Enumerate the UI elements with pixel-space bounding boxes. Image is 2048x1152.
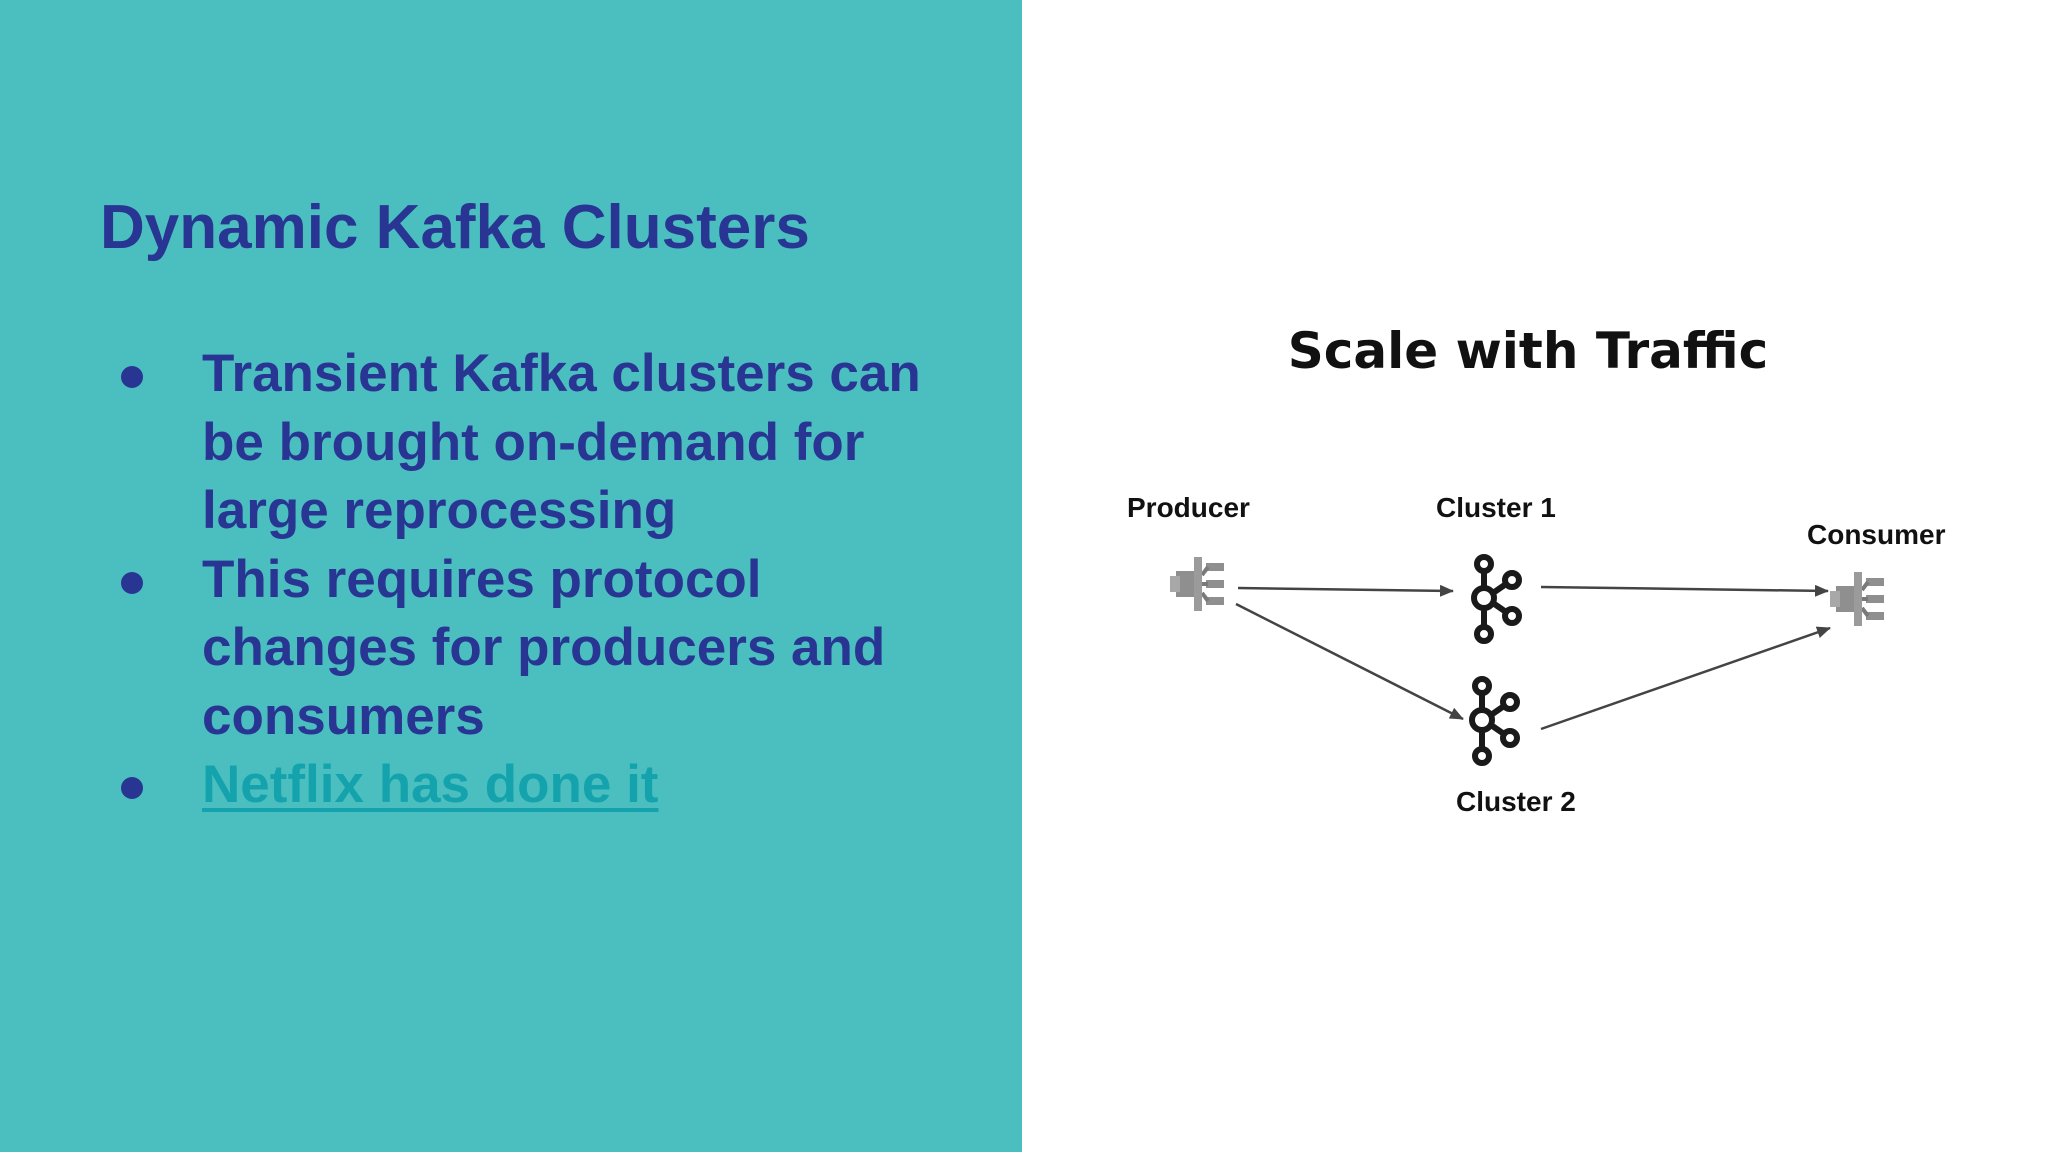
edge-producer-cluster1 [1237, 584, 1454, 597]
diagram-title: Scale with Traffic [1287, 322, 1769, 380]
left-panel: Dynamic Kafka Clusters Transient Kafka c… [0, 0, 1022, 1152]
bullet-item: This requires protocol changes for produ… [118, 546, 978, 752]
bullet-text: Netflix has done it [202, 751, 978, 820]
bullet-item: Netflix has done it [118, 751, 978, 820]
bullet-list: Transient Kafka clusters can be brought … [118, 340, 978, 820]
edge-producer-cluster2 [1235, 602, 1464, 721]
architecture-diagram: Producer Cluster 1 Consumer Cluster 2 [1127, 492, 1946, 817]
kafka-icon [1472, 679, 1517, 763]
netflix-link[interactable]: Netflix has done it [202, 755, 659, 814]
bullet-text: This requires protocol changes for produ… [202, 549, 886, 746]
kafka-icon [1474, 557, 1519, 641]
producer-label: Producer [1127, 492, 1250, 523]
cluster1-label: Cluster 1 [1436, 492, 1556, 523]
cluster2-label: Cluster 2 [1456, 786, 1576, 817]
bullet-item: Transient Kafka clusters can be brought … [118, 340, 978, 546]
slide-title: Dynamic Kafka Clusters [100, 193, 810, 262]
edge-cluster2-consumer [1540, 626, 1831, 731]
connector-icon [1168, 555, 1226, 613]
bullet-dot-icon [118, 546, 202, 615]
bullet-text: Transient Kafka clusters can be brought … [202, 344, 921, 540]
bullet-dot-icon [118, 340, 202, 409]
connector-icon [1828, 570, 1886, 628]
consumer-label: Consumer [1807, 519, 1946, 550]
bullet-dot-icon [118, 751, 202, 820]
edge-cluster1-consumer [1540, 584, 1829, 597]
